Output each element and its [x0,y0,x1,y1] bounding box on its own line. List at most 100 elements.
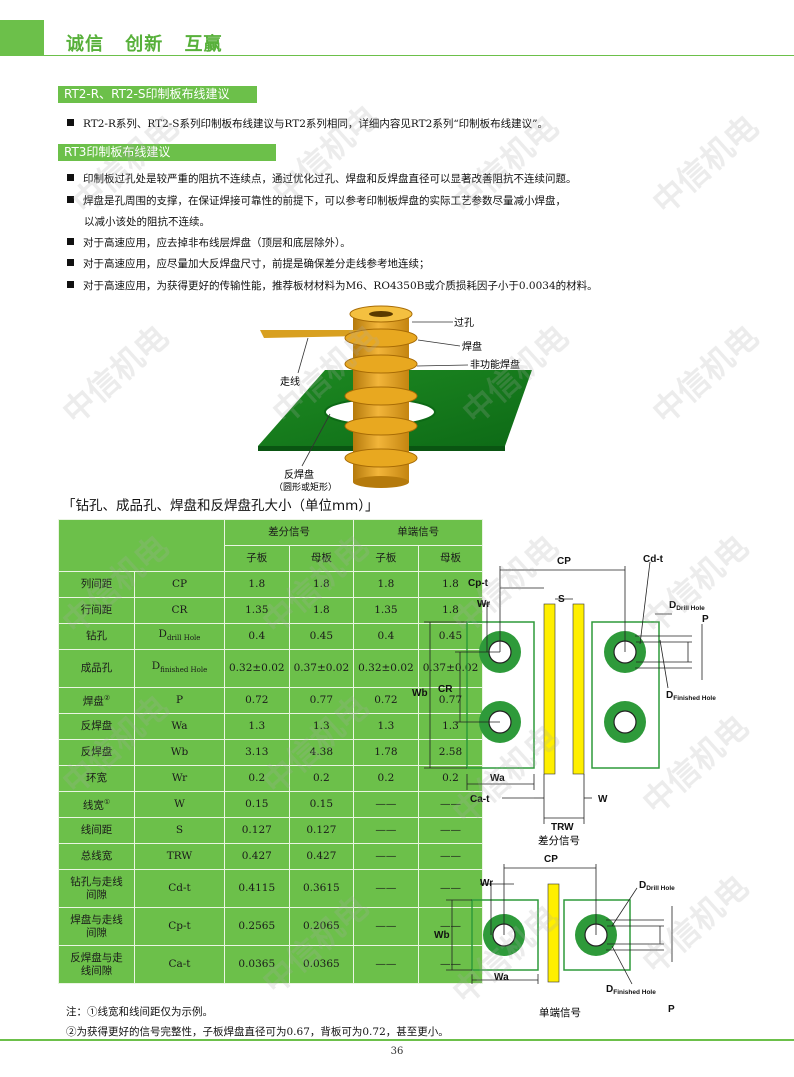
watermark: 中信机电 [55,317,176,432]
nonfunc-pad-label: 非功能焊盘 [470,358,520,371]
bullet-rt3-5: 对于高速应用，为获得更好的传输性能，推荐板材材料为M6、RO4350B或介质损耗… [67,279,598,293]
row-name: 钻孔 [86,630,107,642]
row-name: 成品孔 [80,662,113,674]
table-cell: 1.3 [224,713,290,740]
bullet-square-icon [67,259,74,266]
wa-label: Wa [494,972,509,983]
table-cell: —— [353,843,419,870]
bullet-text: 印制板过孔处是较严重的阻抗不连续点，通过优化过孔、焊盘和反焊盘直径可以显著改善阻… [83,173,577,185]
wb-label: Wb [434,930,450,941]
row-name: 行间距 [80,604,113,616]
row-symbol-cell: S [134,817,225,844]
row-symbol-cell: CP [134,571,225,598]
row-name-cell: 线间距 [58,817,135,844]
trace-label: 走线 [280,375,300,388]
bullet-text: 对于高速应用，应尽量加大反焊盘尺寸，前提是确保差分走线参考地连续； [83,258,430,270]
row-name: 焊盘与走线间隙 [70,913,123,939]
row-name-sup: ② [103,694,111,703]
table-title: 「钻孔、成品孔、焊盘和反焊盘孔大小（单位mm）」 [62,498,379,514]
row-name: 反焊盘 [80,720,113,732]
antipad-label: 反焊盘 [284,468,314,481]
cat-label: Ca-t [470,794,490,805]
row-symbol: Cp-t [168,920,191,932]
table-cell: 1.8 [224,571,290,598]
wb-label: Wb [412,688,428,699]
table-cell: —— [353,869,419,908]
row-symbol: Wb [170,746,189,758]
row-name-cell: 钻孔 [58,623,135,650]
row-symbol-cell: Wr [134,765,225,792]
table-sub-header: 母板 [417,545,484,572]
table-cell: 0.72 [353,687,419,714]
row-symbol-cell: Cd-t [134,869,225,908]
p-label: P [702,614,709,625]
table-cell: 0.15 [288,791,355,818]
table-cell: 1.3 [417,713,484,740]
table-cell: 0.3615 [288,869,355,908]
bullet-text: 对于高速应用，应去掉非布线层焊盘（顶层和底层除外）。 [83,237,351,249]
row-name-cell: 环宽 [58,765,135,792]
table-cell: 0.37±0.02 [288,649,355,688]
row-symbol-cell: Ca-t [134,945,225,984]
cr-label: CR [438,684,453,695]
bullet-square-icon [67,174,74,181]
table-cell: 0.32±0.02 [353,649,419,688]
table-cell: 0.45 [288,623,355,650]
table-cell: —— [353,791,419,818]
row-symbol-cell: Ddrill Hole [134,623,225,650]
section-title-rt3: RT3印制板布线建议 [58,144,276,161]
row-name: 环宽 [86,772,107,784]
bullet-text: 焊盘是孔周围的支撑，在保证焊接可靠性的前提下，可以参考印制板焊盘的实际工艺参数尽… [83,195,566,207]
row-name-sup: ① [103,798,111,807]
bullet-square-icon [67,238,74,245]
table-cell: 1.8 [417,597,484,624]
table-cell: 0.127 [224,817,290,844]
row-symbol: D [158,627,167,640]
table-cell: 0.427 [288,843,355,870]
single-caption: 单端信号 [539,1006,581,1019]
row-name-cell: 反焊盘 [58,713,135,740]
row-symbol: Ca-t [168,958,191,970]
row-symbol: P [175,694,184,706]
diff-caption: 差分信号 [538,834,580,847]
table-cell: —— [417,817,484,844]
wr-label: Wr [480,878,493,889]
table-corner-cell [58,519,225,572]
row-symbol: Wr [171,772,188,784]
row-symbol: CP [171,578,188,590]
row-symbol: Wa [171,720,188,732]
row-name-cell: 列间距 [58,571,135,598]
single-ended-diagram: CP Wr DDrill Hole Wb Wa DFinished Hole P… [434,854,675,1019]
bullet-text: 对于高速应用，为获得更好的传输性能，推荐板材材料为M6、RO4350B或介质损耗… [83,280,598,292]
row-name-cell: 成品孔 [58,649,135,688]
table-cell: 0.427 [224,843,290,870]
row-symbol-cell: Wb [134,739,225,766]
table-cell: 0.2565 [224,907,290,946]
via-illustration: 过孔 焊盘 非功能焊盘 走线 反焊盘 （圆形或矩形） [258,305,532,492]
table-cell: 1.3 [353,713,419,740]
table-cell: 0.2065 [288,907,355,946]
bullet-square-icon [67,196,74,203]
table-cell: 4.38 [288,739,355,766]
table-cell: 0.2 [353,765,419,792]
header-slogan: 诚信 创新 互赢 [66,34,223,55]
diff-pads [479,631,646,743]
row-name-cell: 线宽① [58,791,135,818]
table-cell: 2.58 [417,739,484,766]
row-symbol: Cd-t [168,882,191,894]
table-cell: 0.4115 [224,869,290,908]
bullet-rt2: RT2-R系列、RT2-S系列印制板布线建议与RT2系列相同，详细内容见RT2系… [67,117,548,131]
trw-label: TRW [551,822,574,833]
bullet-rt3-3: 对于高速应用，应去掉非布线层焊盘（顶层和底层除外）。 [67,236,351,250]
watermark: 中信机电 [645,317,766,432]
row-name-cell: 行间距 [58,597,135,624]
row-symbol-cell: Cp-t [134,907,225,946]
bullet-text: RT2-R系列、RT2-S系列印制板布线建议与RT2系列相同，详细内容见RT2系… [83,118,549,130]
table-sub-header: 子板 [224,545,290,572]
table-cell: 1.8 [288,571,355,598]
